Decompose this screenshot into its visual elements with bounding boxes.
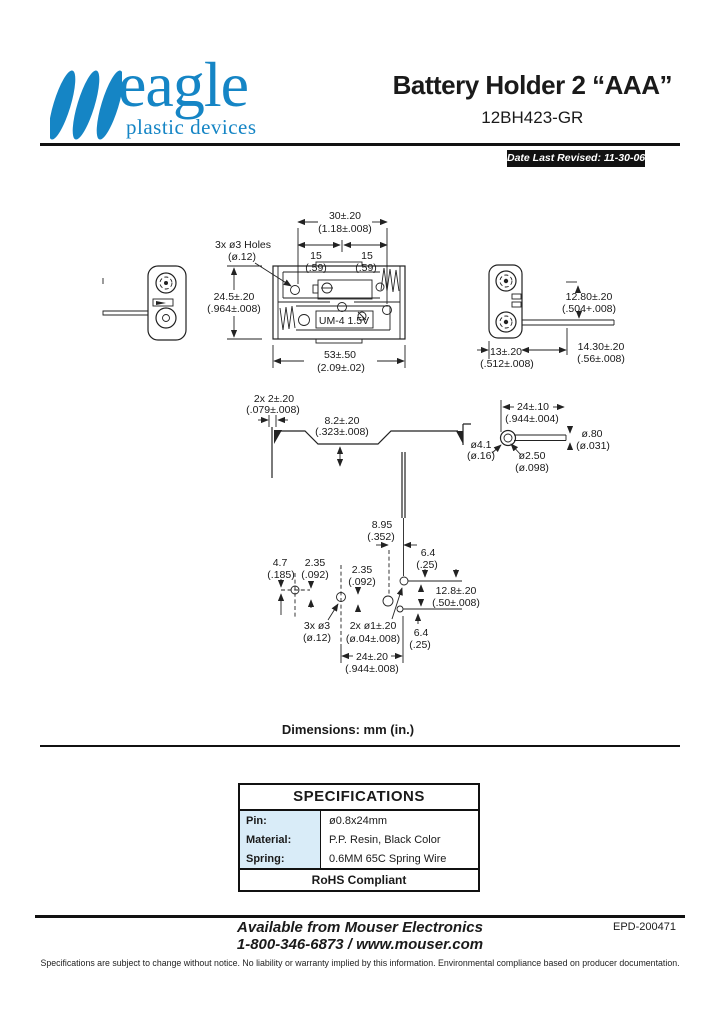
dim-wire-dia-mm: ø.80 bbox=[581, 428, 602, 440]
dim-pitch-left-in: (.59) bbox=[305, 262, 327, 274]
spec-label-material: Material: bbox=[240, 830, 321, 849]
dim-pin-length-in: (.944±.004) bbox=[505, 413, 559, 425]
spec-label-spring: Spring: bbox=[240, 849, 321, 868]
dim-span30-in: (1.18±.008) bbox=[318, 223, 372, 235]
header-rule bbox=[40, 143, 680, 146]
units-note: Dimensions: mm (in.) bbox=[281, 722, 415, 737]
lead-holes-note-line1: 2x ø1±.20 bbox=[350, 620, 397, 632]
table-row: Material: P.P. Resin, Black Color bbox=[240, 830, 478, 849]
dim-lead-top-mm: 6.4 bbox=[421, 547, 436, 559]
dim-depth-mm: 8.2±.20 bbox=[325, 415, 360, 427]
disclaimer-text: Specifications are subject to change wit… bbox=[40, 958, 680, 968]
page-title: Battery Holder 2 “AAA” bbox=[392, 70, 673, 100]
dim-height-in: (.964±.008) bbox=[207, 303, 261, 315]
dim-lead-length-mm: 14.30±.20 bbox=[578, 341, 625, 353]
revision-date-badge: Date Last Revised: 11-30-06 bbox=[507, 150, 645, 167]
title-block: Battery Holder 2 “AAA” 12BH423-GR bbox=[392, 70, 673, 128]
dim-step2-in: (.092) bbox=[348, 576, 375, 588]
technical-drawing: UM-4 1.5V 30±.20 (1.18±.008) 15 (.59) 15… bbox=[102, 210, 625, 675]
spec-value-pin: ø0.8x24mm bbox=[329, 814, 388, 827]
dim-span24-in: (.944±.008) bbox=[345, 663, 399, 675]
end-view-dimensions: 12.80±.20 (.504+.008) 13±.20 (.512±.008)… bbox=[477, 281, 625, 370]
spec-label-pin: Pin: bbox=[240, 811, 321, 830]
logo-wordmark: eagle bbox=[118, 49, 249, 120]
part-number: 12BH423-GR bbox=[481, 108, 584, 127]
specifications-table: SPECIFICATIONS Pin: ø0.8x24mm Material: … bbox=[238, 783, 480, 892]
document-number: EPD-200471 bbox=[613, 921, 676, 933]
dim-lead-spacing-in: (.50±.008) bbox=[432, 597, 480, 609]
logo-tagline: plastic devices bbox=[126, 115, 257, 139]
dim-length-mm: 53±.50 bbox=[324, 349, 356, 361]
table-row: Spring: 0.6MM 65C Spring Wire bbox=[240, 849, 478, 868]
dim-pitch-right-mm: 15 bbox=[361, 250, 373, 262]
table-row: Pin: ø0.8x24mm bbox=[240, 811, 478, 830]
dim-length-in: (2.09±.02) bbox=[317, 362, 365, 374]
lead-holes-note-line2: (ø.04±.008) bbox=[346, 633, 400, 645]
top-view-dimensions: 30±.20 (1.18±.008) 15 (.59) 15 (.59) 3x … bbox=[207, 210, 406, 374]
dim-body-width-mm: 13±.20 bbox=[490, 346, 522, 358]
distributor-line1: Available from Mouser Electronics bbox=[237, 919, 483, 936]
holes3-note-line1: 3x ø3 bbox=[304, 620, 330, 632]
dim-ring-id-mm: ø2.50 bbox=[519, 450, 546, 462]
holes-note-line1: 3x ø3 Holes bbox=[215, 239, 271, 251]
dim-lead-height-mm: 12.80±.20 bbox=[566, 291, 613, 303]
battery-cell-label: UM-4 1.5V bbox=[319, 315, 369, 327]
dim-lead-top-in: (.25) bbox=[416, 559, 438, 571]
dim-step1-in: (.092) bbox=[301, 569, 328, 581]
dim-wire-dia-in: (ø.031) bbox=[576, 440, 610, 452]
dim-lead-bottom-in: (.25) bbox=[409, 639, 431, 651]
holes-note-line2: (ø.12) bbox=[228, 251, 256, 263]
specs-title: SPECIFICATIONS bbox=[240, 785, 478, 811]
section-rule bbox=[40, 745, 680, 747]
dim-lead-bottom-mm: 6.4 bbox=[414, 627, 429, 639]
end-view-right bbox=[488, 264, 615, 339]
distributor-line2: 1-800-346-6873 / www.mouser.com bbox=[236, 935, 484, 953]
footer-rule bbox=[35, 915, 685, 918]
pin-detail: 24±.10 (.944±.004) ø.80 (ø.031) ø4.1 (ø.… bbox=[467, 400, 610, 474]
dim-pitch-left-mm: 15 bbox=[310, 250, 322, 262]
dim-wall-mm: 2x 2±.20 bbox=[254, 393, 294, 405]
dim-span24-mm: 24±.20 bbox=[356, 651, 388, 663]
dim-ring-od-in: (ø.16) bbox=[467, 450, 495, 462]
spec-value-material: P.P. Resin, Black Color bbox=[329, 833, 441, 846]
dim-edge-offset-in: (.185) bbox=[267, 569, 294, 581]
dim-span30-mm: 30±.20 bbox=[329, 210, 361, 222]
dim-lead-spacing-mm: 12.8±.20 bbox=[436, 585, 477, 597]
dim-pin-offset-mm: 8.95 bbox=[372, 519, 393, 531]
dim-body-width-in: (.512±.008) bbox=[480, 358, 534, 370]
side-view-left bbox=[102, 265, 187, 341]
dim-edge-offset-mm: 4.7 bbox=[273, 557, 288, 569]
dim-lead-length-in: (.56±.008) bbox=[577, 353, 625, 365]
eagle-logo: eagle plastic devices bbox=[50, 49, 280, 144]
dim-lead-height-in: (.504+.008) bbox=[562, 303, 616, 315]
dim-height-mm: 24.5±.20 bbox=[214, 291, 255, 303]
dim-step2-mm: 2.35 bbox=[352, 564, 373, 576]
dim-ring-id-in: (ø.098) bbox=[515, 462, 549, 474]
top-view: UM-4 1.5V bbox=[272, 261, 406, 344]
rohs-compliance-badge: RoHS Compliant bbox=[240, 868, 478, 890]
eagle-logo-icon bbox=[50, 70, 122, 140]
profile-view: 2x 2±.20 (.079±.008) 8.2±.20 (.323±.008) bbox=[246, 393, 471, 478]
spec-value-spring: 0.6MM 65C Spring Wire bbox=[329, 852, 447, 865]
dim-wall-in: (.079±.008) bbox=[246, 404, 300, 416]
holes3-note-line2: (ø.12) bbox=[303, 632, 331, 644]
dim-depth-in: (.323±.008) bbox=[315, 426, 369, 438]
dim-step1-mm: 2.35 bbox=[305, 557, 326, 569]
dim-pitch-right-in: (.59) bbox=[355, 262, 377, 274]
dim-pin-offset-in: (.352) bbox=[367, 531, 394, 543]
dim-ring-od-mm: ø4.1 bbox=[470, 439, 491, 451]
dim-pin-length-mm: 24±.10 bbox=[517, 401, 549, 413]
hole-pattern: 8.95 (.352) 4.7 (.185) 2.35 (.092) 2.35 … bbox=[267, 452, 480, 675]
distributor-info: Available from Mouser Electronics 1-800-… bbox=[0, 919, 720, 953]
